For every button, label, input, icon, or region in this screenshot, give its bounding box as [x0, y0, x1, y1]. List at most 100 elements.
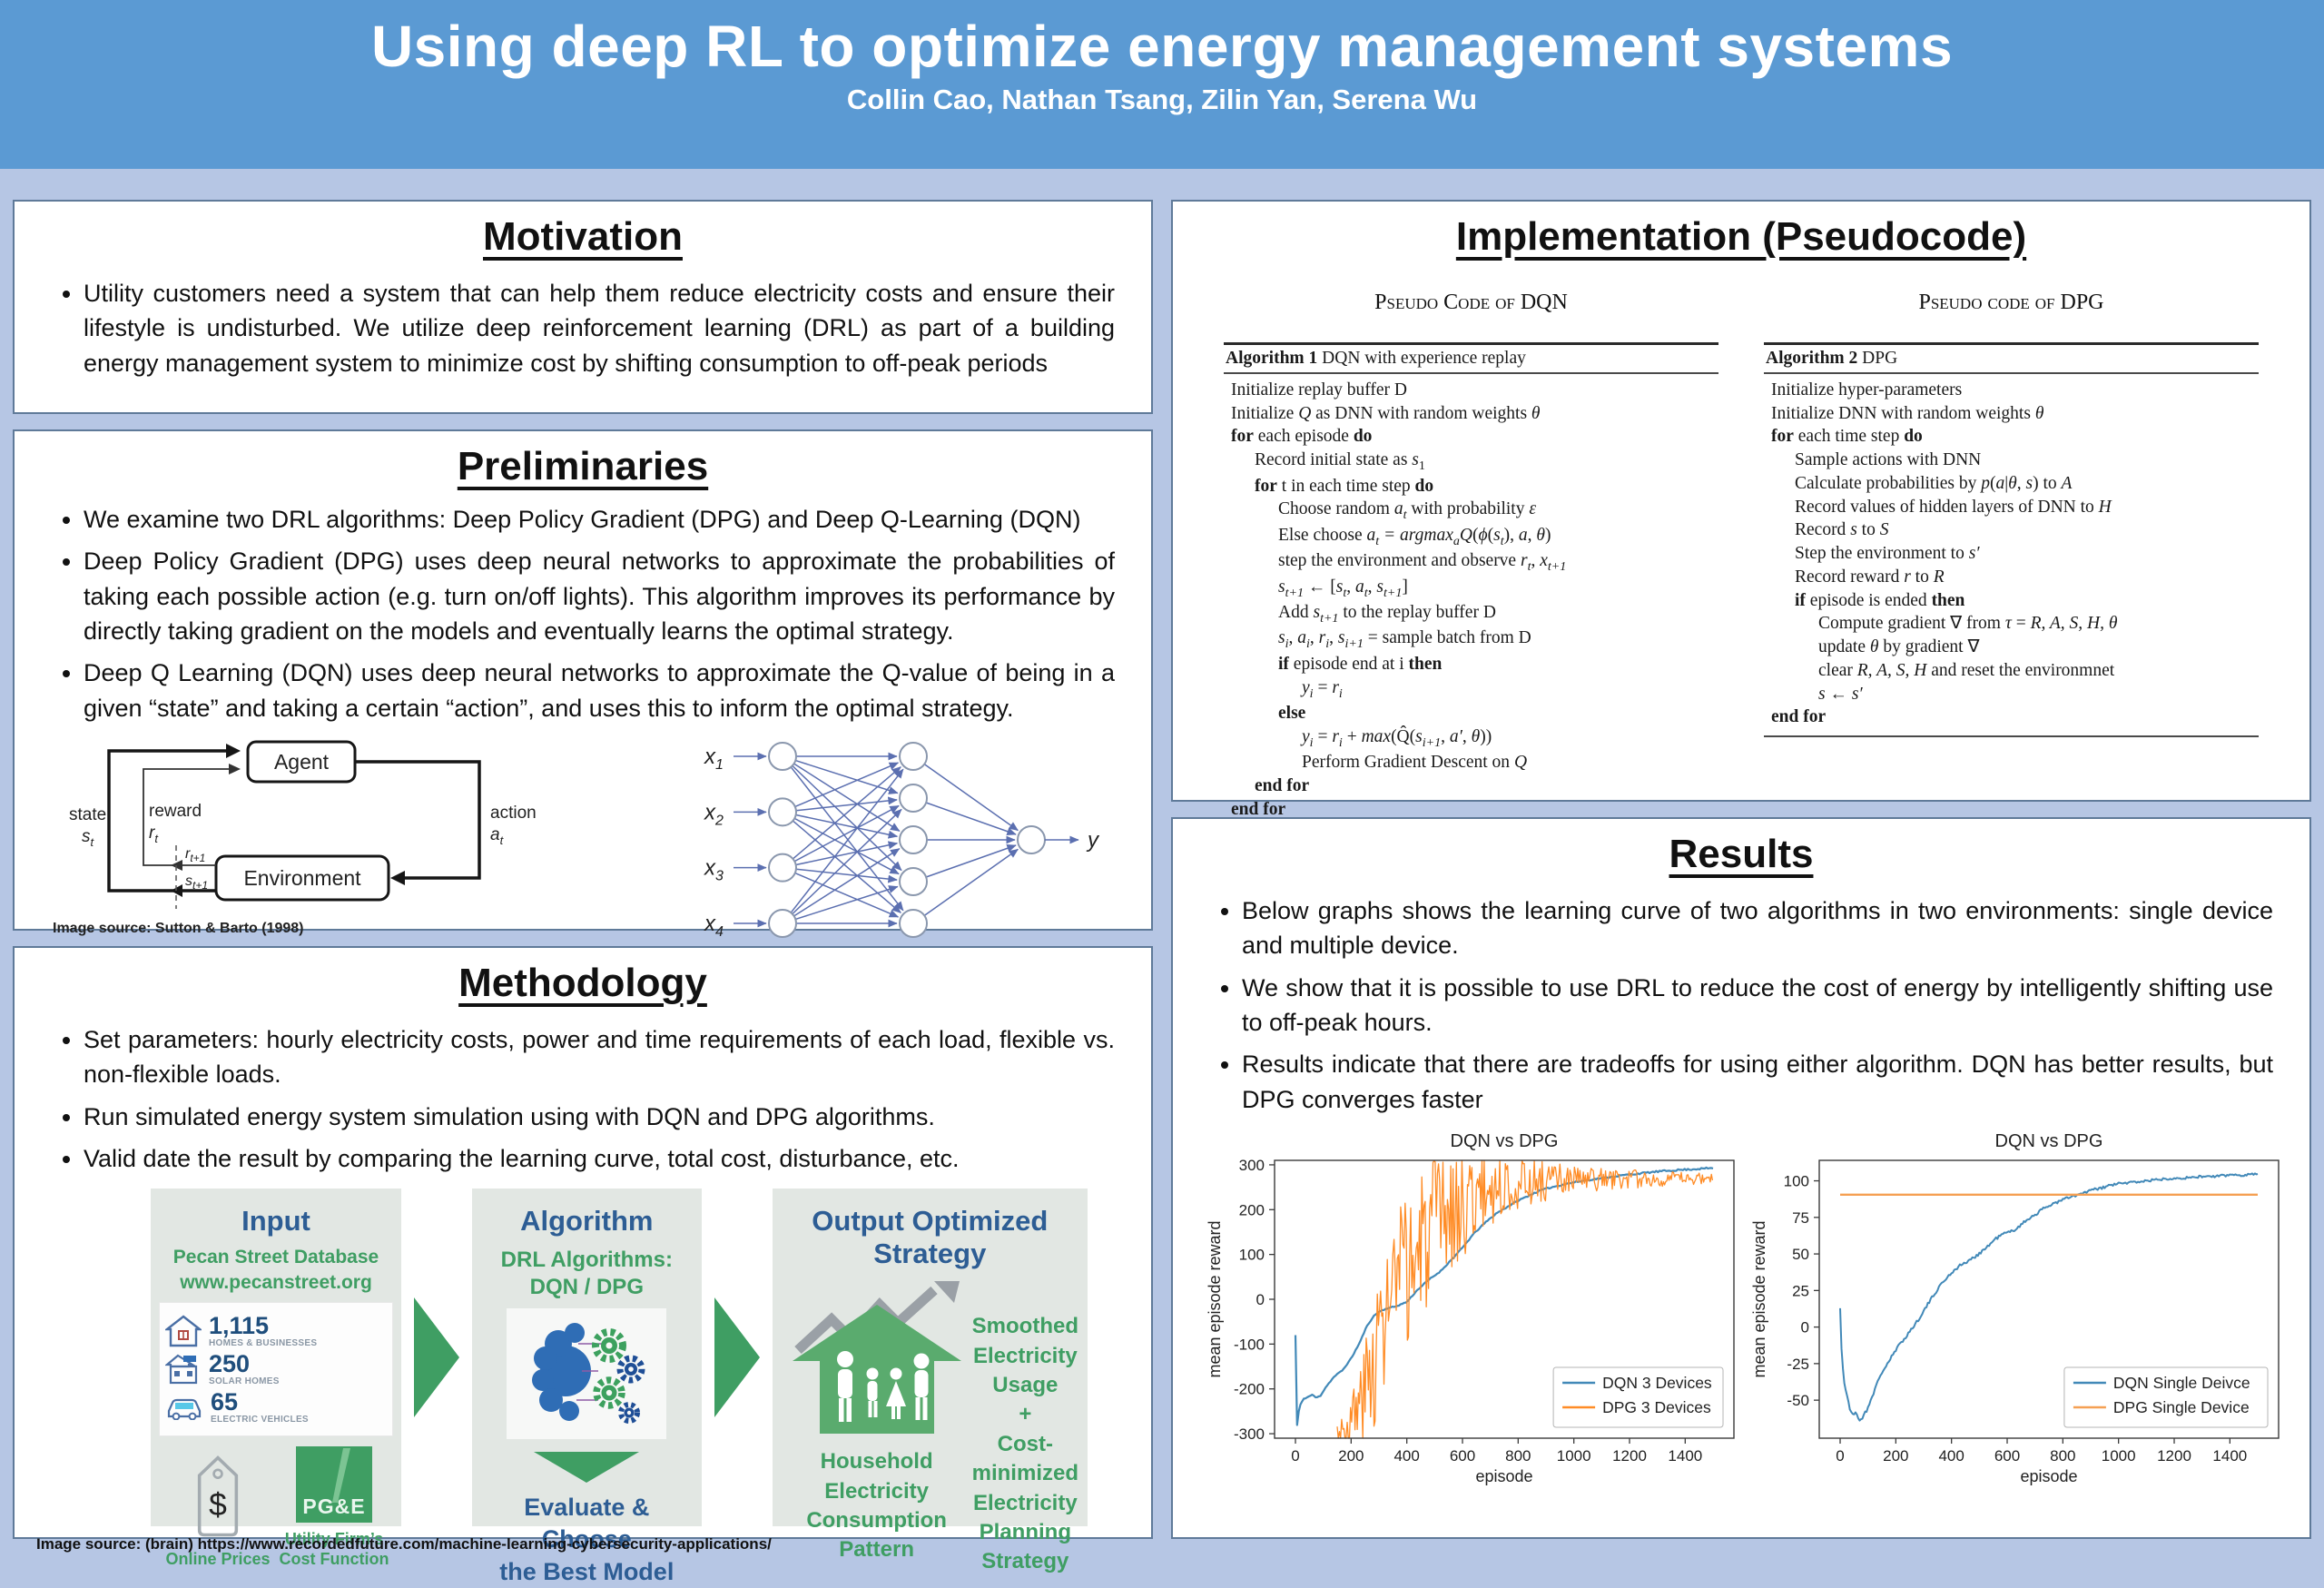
bullet-item: Deep Policy Gradient (DPG) uses deep neu…	[84, 544, 1115, 648]
svg-text:800: 800	[1505, 1447, 1531, 1465]
svg-text:$: $	[209, 1487, 227, 1523]
svg-text:0: 0	[1256, 1291, 1265, 1308]
household-icon	[792, 1281, 961, 1435]
svg-text:0: 0	[1836, 1447, 1844, 1465]
stat-label: SOLAR HOMES	[209, 1376, 280, 1387]
bullet-item: Run simulated energy system simulation u…	[84, 1100, 1115, 1134]
dpg-algorithm-header: Algorithm 2 DPG	[1764, 345, 2259, 374]
flow-algorithm-panel: Algorithm DRL Algorithms: DQN / DPG Eval…	[472, 1189, 702, 1585]
flow-input-title: Input	[241, 1205, 310, 1238]
dqn-algorithm-header: Algorithm 1 DQN with experience replay	[1224, 345, 1718, 374]
svg-text:DPG 3 Devices: DPG 3 Devices	[1602, 1398, 1711, 1416]
dpg-pseudocode-caption: Pseudo code of DPG	[1918, 291, 2104, 314]
svg-text:st: st	[82, 827, 95, 849]
svg-text:x4: x4	[704, 912, 724, 940]
gear-icon	[592, 1328, 627, 1364]
svg-text:at: at	[490, 825, 505, 847]
svg-text:episode: episode	[2020, 1467, 2077, 1485]
household-label: Household Electricity Consumption Patter…	[806, 1449, 947, 1563]
preliminaries-diagrams: Agent Environment state st reward rt act…	[15, 733, 1151, 973]
poster-title: Using deep RL to optimize energy managem…	[370, 14, 1954, 79]
svg-text:-100: -100	[1234, 1336, 1265, 1353]
svg-text:y: y	[1086, 828, 1100, 853]
rl-loop-figure: Agent Environment state st reward rt act…	[53, 736, 597, 937]
dqn-pseudocode-caption: Pseudo Code of DQN	[1374, 291, 1568, 314]
pge-logo: PG&E	[296, 1446, 372, 1524]
household-block: Household Electricity Consumption Patter…	[782, 1279, 972, 1565]
svg-text:mean episode reward: mean episode reward	[1750, 1220, 1768, 1377]
dqn-algorithm-block: Algorithm 1 DQN with experience replay I…	[1224, 342, 1718, 830]
flow-arrow-down-icon	[534, 1452, 640, 1484]
svg-text:Environment: Environment	[243, 866, 361, 890]
dqn-pseudocode-column: Pseudo Code of DQN Algorithm 1 DQN with …	[1224, 267, 1718, 830]
stat-value: 250	[209, 1350, 251, 1378]
svg-text:x1: x1	[704, 745, 724, 773]
poster-header: Using deep RL to optimize energy managem…	[0, 0, 2324, 169]
svg-text:-300: -300	[1234, 1425, 1265, 1443]
price-tag-icon: $	[197, 1455, 239, 1537]
svg-text:0: 0	[1291, 1447, 1299, 1465]
svg-text:800: 800	[2050, 1447, 2075, 1465]
methodology-title: Methodology	[458, 961, 707, 1005]
flow-algorithm-title: Algorithm	[520, 1205, 654, 1238]
svg-text:600: 600	[1994, 1447, 2020, 1465]
svg-text:DPG Single Device: DPG Single Device	[2113, 1398, 2250, 1416]
motivation-bullets: Utility customers need a system that can…	[56, 276, 1115, 380]
results-title: Results	[1669, 832, 1814, 876]
bullet-item: We show that it is possible to use DRL t…	[1242, 971, 2273, 1041]
poster-authors: Collin Cao, Nathan Tsang, Zilin Yan, Ser…	[846, 84, 1478, 115]
flow-arrow-right-icon	[714, 1297, 760, 1418]
rl-diagram-caption: Image source: Sutton & Barto (1998)	[53, 920, 304, 936]
svg-text:1000: 1000	[2102, 1447, 2136, 1465]
svg-text:episode: episode	[1475, 1467, 1532, 1485]
svg-text:state: state	[69, 805, 106, 824]
dpg-pseudocode-column: Pseudo code of DPG Algorithm 2 DPG Initi…	[1764, 267, 2259, 829]
machine-learning-brain-icon	[532, 1323, 645, 1425]
brain-card	[507, 1308, 667, 1440]
svg-text:DQN 3 Devices: DQN 3 Devices	[1602, 1374, 1712, 1392]
implementation-title: Implementation (Pseudocode)	[1455, 214, 2027, 259]
flow-output-title: Output Optimized Strategy	[812, 1205, 1049, 1270]
preliminaries-title: Preliminaries	[457, 444, 709, 488]
house-icon	[165, 1315, 202, 1347]
preliminaries-bullets: We examine two DRL algorithms: Deep Poli…	[56, 502, 1115, 725]
svg-text:action: action	[490, 804, 537, 823]
results-bullets: Below graphs shows the learning curve of…	[1215, 893, 2273, 1117]
pge-logo-text: PG&E	[302, 1494, 366, 1519]
car-icon	[167, 1399, 202, 1421]
svg-text:1200: 1200	[1612, 1447, 1647, 1465]
bullet-item: Below graphs shows the learning curve of…	[1242, 893, 2273, 963]
bullet-item: Utility customers need a system that can…	[84, 276, 1115, 380]
svg-text:st+1: st+1	[185, 873, 208, 892]
methodology-flow: Input Pecan Street Database www.pecanstr…	[15, 1183, 1151, 1585]
motivation-panel: Motivation Utility customers need a syst…	[13, 200, 1153, 414]
svg-text:-25: -25	[1787, 1356, 1809, 1373]
svg-text:1400: 1400	[1668, 1447, 1702, 1465]
svg-text:mean episode reward: mean episode reward	[1206, 1220, 1224, 1377]
methodology-bullets: Set parameters: hourly electricity costs…	[56, 1022, 1115, 1176]
svg-text:300: 300	[1239, 1157, 1265, 1174]
methodology-panel: Methodology Set parameters: hourly elect…	[13, 946, 1153, 1585]
svg-text:DQN vs DPG: DQN vs DPG	[1451, 1131, 1559, 1151]
preliminaries-panel: Preliminaries We examine two DRL algorit…	[13, 429, 1153, 972]
svg-text:Agent: Agent	[274, 750, 330, 774]
pecan-street-url: www.pecanstreet.org	[180, 1272, 372, 1294]
svg-text:rt: rt	[149, 824, 159, 845]
strategy-label: Smoothed Electricity Usage + Cost-minimi…	[971, 1314, 1078, 1574]
dpg-algorithm-block: Algorithm 2 DPG Initialize hyper-paramet…	[1764, 342, 2259, 738]
flow-arrow-right-icon	[414, 1297, 459, 1418]
gear-icon	[618, 1402, 641, 1425]
bullet-item: Valid date the result by comparing the l…	[84, 1141, 1115, 1176]
stat-label: ELECTRIC VEHICLES	[211, 1415, 309, 1425]
stat-label: HOMES & BUSINESSES	[209, 1338, 318, 1349]
